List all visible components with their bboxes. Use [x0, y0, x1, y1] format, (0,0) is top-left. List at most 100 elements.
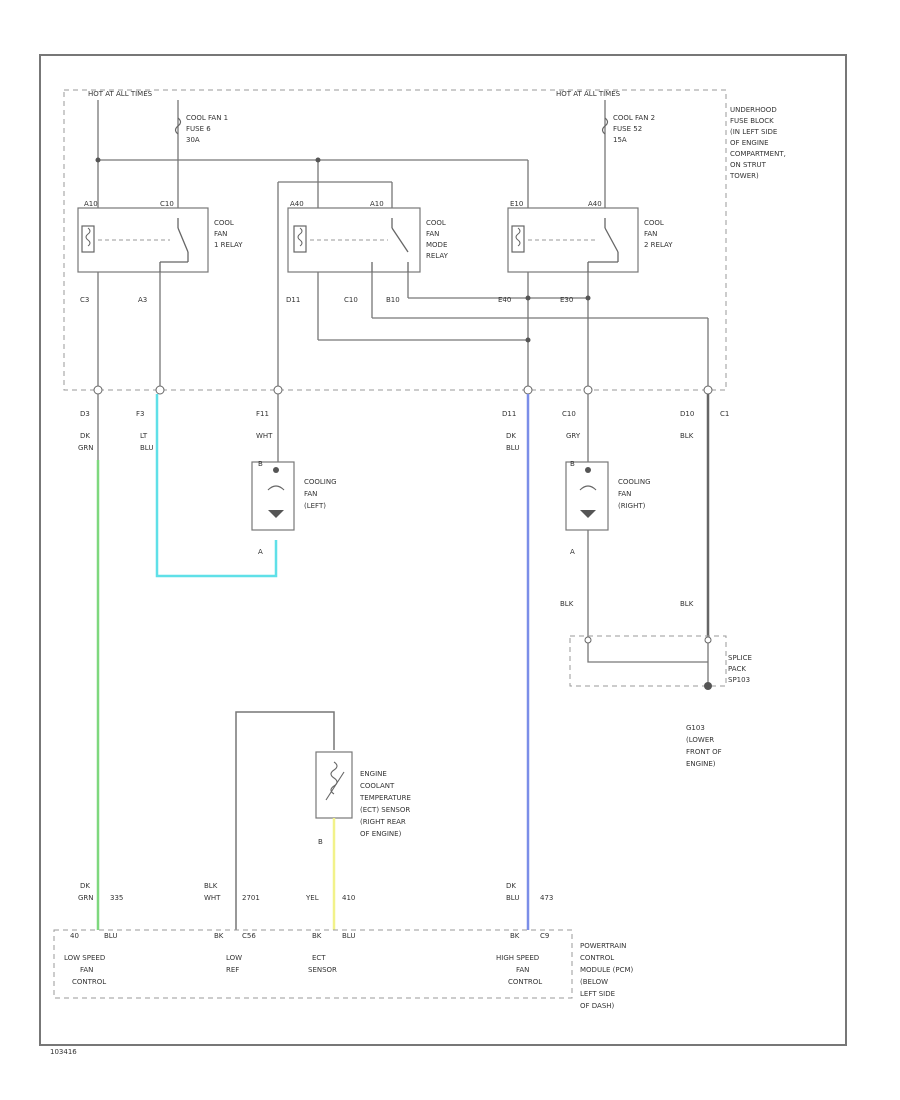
wire-color-c1: BLK: [680, 432, 694, 440]
svg-text:OF ENGINE): OF ENGINE): [360, 830, 402, 838]
svg-text:CONTROL: CONTROL: [72, 978, 106, 986]
svg-text:G103: G103: [686, 724, 705, 732]
svg-text:FUSE 6: FUSE 6: [186, 125, 211, 133]
pcm-pin-4b: C9: [540, 932, 549, 940]
splice-dot: [525, 337, 531, 343]
svg-text:RELAY: RELAY: [426, 252, 449, 260]
relay1-label: COOL FAN 1 RELAY: [214, 219, 243, 249]
pcm-pin-3a: BK: [312, 932, 322, 940]
splice-pack-sp103: [569, 635, 727, 687]
exit-pin-d11: D11: [502, 410, 516, 418]
svg-text:FRONT OF: FRONT OF: [686, 748, 722, 756]
blk-label-left: BLK: [560, 600, 574, 608]
cooling-fan-left: [251, 461, 295, 531]
svg-text:ECT: ECT: [312, 954, 326, 962]
svg-text:30A: 30A: [186, 136, 200, 144]
pcm-circuit-335: 335: [110, 894, 123, 902]
svg-text:REF: REF: [226, 966, 239, 974]
exit-pin-d3: D3: [80, 410, 90, 418]
fuse1-label: COOL FAN 1 FUSE 6 30A: [186, 114, 228, 144]
cooling-fan-right-label: COOLING FAN (RIGHT): [618, 478, 651, 510]
wire-color-d3: DK: [80, 432, 90, 440]
cool-fan-1-relay: [77, 207, 209, 273]
fuse-block-label: UNDERHOOD FUSE BLOCK (IN LEFT SIDE OF EN…: [729, 106, 786, 180]
pcm-wire-yel: YEL: [305, 894, 319, 902]
svg-text:TEMPERATURE: TEMPERATURE: [359, 794, 411, 802]
svg-text:COOLANT: COOLANT: [360, 782, 395, 790]
svg-text:MODULE (PCM): MODULE (PCM): [580, 966, 633, 974]
svg-text:2 RELAY: 2 RELAY: [644, 241, 673, 249]
svg-text:UNDERHOOD: UNDERHOOD: [730, 106, 777, 114]
svg-text:LOW SPEED: LOW SPEED: [64, 954, 105, 962]
svg-text:(BELOW: (BELOW: [580, 978, 608, 986]
exit-pin-c10: C10: [562, 410, 576, 418]
ground-g103-icon: [704, 682, 712, 690]
fan-right-pin-b: B: [570, 460, 575, 468]
svg-text:SP103: SP103: [728, 676, 750, 684]
underhood-fuse-block-boundary: [63, 89, 727, 391]
cooling-fan-left-label: COOLING FAN (LEFT): [304, 478, 337, 510]
pcm-low-speed-fan-control: LOW SPEED FAN CONTROL: [64, 954, 106, 986]
cool-fan-2-relay: [507, 207, 639, 273]
relay1-pin-87: A3: [138, 296, 147, 304]
ground-g103-label: G103 (LOWER FRONT OF ENGINE): [686, 724, 722, 768]
svg-text:PACK: PACK: [728, 665, 746, 673]
splice-bus: [587, 643, 708, 663]
cool-fan-mode-relay: [287, 207, 421, 273]
fuse2-symbol: [601, 117, 609, 135]
svg-text:OF ENGINE: OF ENGINE: [730, 139, 769, 147]
hot-at-all-times-right: HOT AT ALL TIMES: [556, 90, 621, 98]
relay1-pin-85: A10: [84, 200, 98, 208]
relay2-pin-30: A40: [588, 200, 602, 208]
wire-color-f3: BLU: [140, 444, 153, 452]
svg-text:15A: 15A: [613, 136, 627, 144]
pcm-circuit-473: 473: [540, 894, 553, 902]
mode-relay-pin-30: A10: [370, 200, 384, 208]
pcm-high-speed-fan-control: HIGH SPEED FAN CONTROL: [496, 954, 542, 986]
figure-id: 103416: [50, 1048, 77, 1056]
svg-text:(RIGHT): (RIGHT): [618, 502, 646, 510]
exit-pin-d10: D10: [680, 410, 694, 418]
fuse1-symbol: [174, 117, 182, 135]
diagram-frame: [39, 54, 847, 1046]
svg-text:FAN: FAN: [516, 966, 529, 974]
svg-text:OF DASH): OF DASH): [580, 1002, 615, 1010]
svg-text:(ECT) SENSOR: (ECT) SENSOR: [360, 806, 410, 814]
pcm-low-ref: LOW REF: [226, 954, 242, 974]
svg-text:LEFT SIDE: LEFT SIDE: [580, 990, 615, 998]
pcm-ect-sensor: ECT SENSOR: [308, 954, 337, 974]
svg-text:COOL: COOL: [644, 219, 664, 227]
pcm-pin-2b: C56: [242, 932, 256, 940]
splice-dot: [525, 295, 531, 301]
pcm-pin-4a: BK: [510, 932, 520, 940]
relay2-pin-87: E30: [560, 296, 573, 304]
svg-text:COOL FAN 2: COOL FAN 2: [613, 114, 655, 122]
wire-color-f3: LT: [140, 432, 148, 440]
pcm-wire-dk-grn: DK: [80, 882, 90, 890]
fan-right-pin-a: A: [570, 548, 575, 556]
wire-color-d11: BLU: [506, 444, 519, 452]
mode-relay-pin-87: B10: [386, 296, 400, 304]
ect-sensor-label: ENGINE COOLANT TEMPERATURE (ECT) SENSOR …: [359, 770, 411, 838]
svg-text:POWERTRAIN: POWERTRAIN: [580, 942, 626, 950]
wire-color-d3: GRN: [78, 444, 94, 452]
pcm-pin-2a: BK: [214, 932, 224, 940]
pcm-circuit-410: 410: [342, 894, 355, 902]
ect-pin-b: B: [318, 838, 323, 846]
mode-relay-pin-86: D11: [286, 296, 300, 304]
svg-text:COMPARTMENT,: COMPARTMENT,: [730, 150, 786, 158]
exit-pin-f11: F11: [256, 410, 269, 418]
svg-text:COOLING: COOLING: [304, 478, 337, 486]
svg-text:ENGINE: ENGINE: [360, 770, 387, 778]
pcm-wire-dk-blu: DK: [506, 882, 516, 890]
lt-blu-wire: [155, 394, 278, 578]
wire-color-f11: WHT: [256, 432, 273, 440]
pcm-pin-1b: BLU: [104, 932, 117, 940]
wire-color-d11: DK: [506, 432, 516, 440]
svg-text:COOL: COOL: [426, 219, 446, 227]
pcm-boundary: [53, 929, 573, 999]
fan-left-pin-a: A: [258, 548, 263, 556]
pcm-circuit-2701: 2701: [242, 894, 260, 902]
pcm-label: POWERTRAIN CONTROL MODULE (PCM) (BELOW L…: [580, 942, 633, 1010]
